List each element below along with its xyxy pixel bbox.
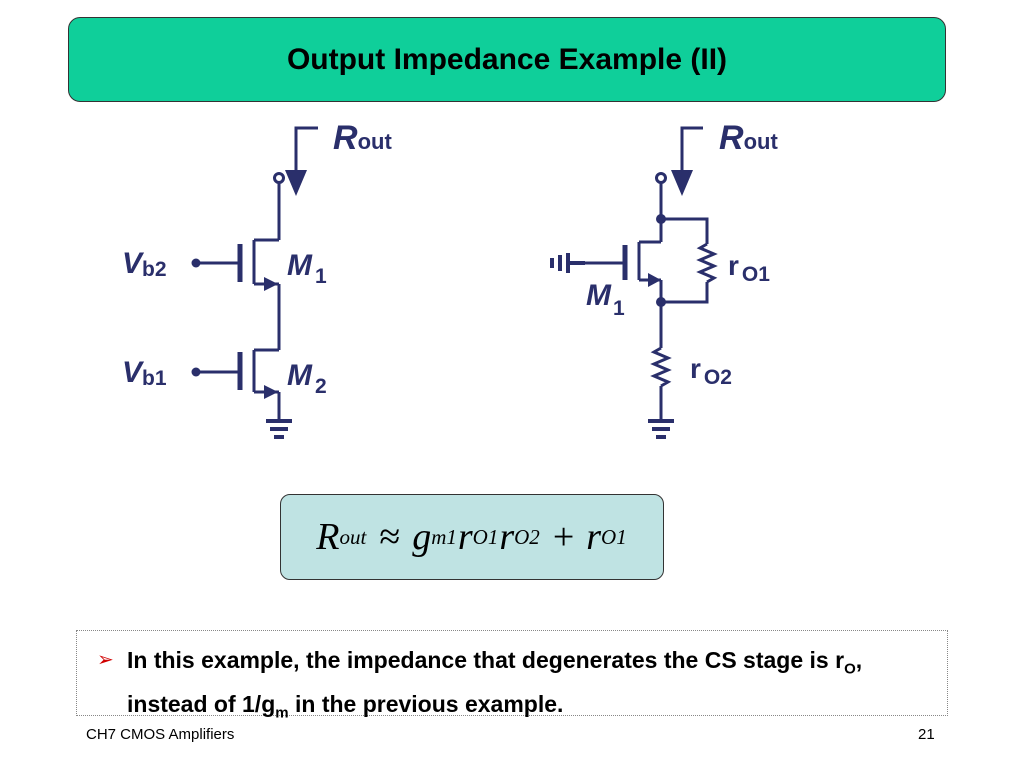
output-terminal-left [273,172,285,184]
slide-title: Output Impedance Example (II) [286,42,728,76]
transistor-m1-left [191,238,279,291]
page-number: 21 [918,726,935,743]
note-text: In this example, the impedance that dege… [127,643,933,730]
transistor-m1-right [585,240,661,287]
note-sub-b: m [275,704,289,722]
rout-label-right: Rout [719,119,778,157]
eq-r1: r [457,516,473,558]
rout-arrow-left [285,126,318,196]
eq-r2-sub: O2 [514,524,540,549]
right-circuit [550,126,718,439]
ground-icon-right [648,419,674,439]
arrow-right-icon: ➢ [97,649,114,671]
vb1-label: Vb1 [122,356,167,390]
footer-course: CH7 CMOS Amplifiers [86,726,235,743]
eq-plus: + [552,516,575,558]
m1-label-right: M1 [586,279,625,320]
eq-lhs: R [316,516,340,558]
eq-lhs-sub: out [339,524,367,549]
left-circuit [191,126,318,439]
eq-g: g [412,516,432,558]
eq-r2: r [499,516,515,558]
note-text-c: in the previous example. [288,690,564,717]
title-box: Output Impedance Example (II) [68,17,946,102]
eq-r3: r [586,516,602,558]
note-text-a: In this example, the impedance that dege… [127,647,845,673]
ground-icon-left [266,419,292,439]
eq-r3-sub: O1 [601,524,627,549]
eq-g-sub: m1 [431,524,457,549]
eq-r1-sub: O1 [472,524,499,549]
note-sub-a: O [844,660,856,678]
eq-approx: ≈ [379,516,401,558]
transistor-m2-left [191,348,279,399]
resistor-ro1 [661,217,718,304]
rout-label-left: Rout [333,119,392,157]
ac-ground-icon [550,253,585,273]
resistor-ro2 [650,346,672,388]
note-box: ➢ In this example, the impedance that de… [76,630,948,721]
rout-arrow-right [671,126,703,196]
output-terminal-right [655,172,667,184]
vb2-label: Vb2 [122,247,167,281]
note-text-b: , instead of 1/g [127,647,863,717]
